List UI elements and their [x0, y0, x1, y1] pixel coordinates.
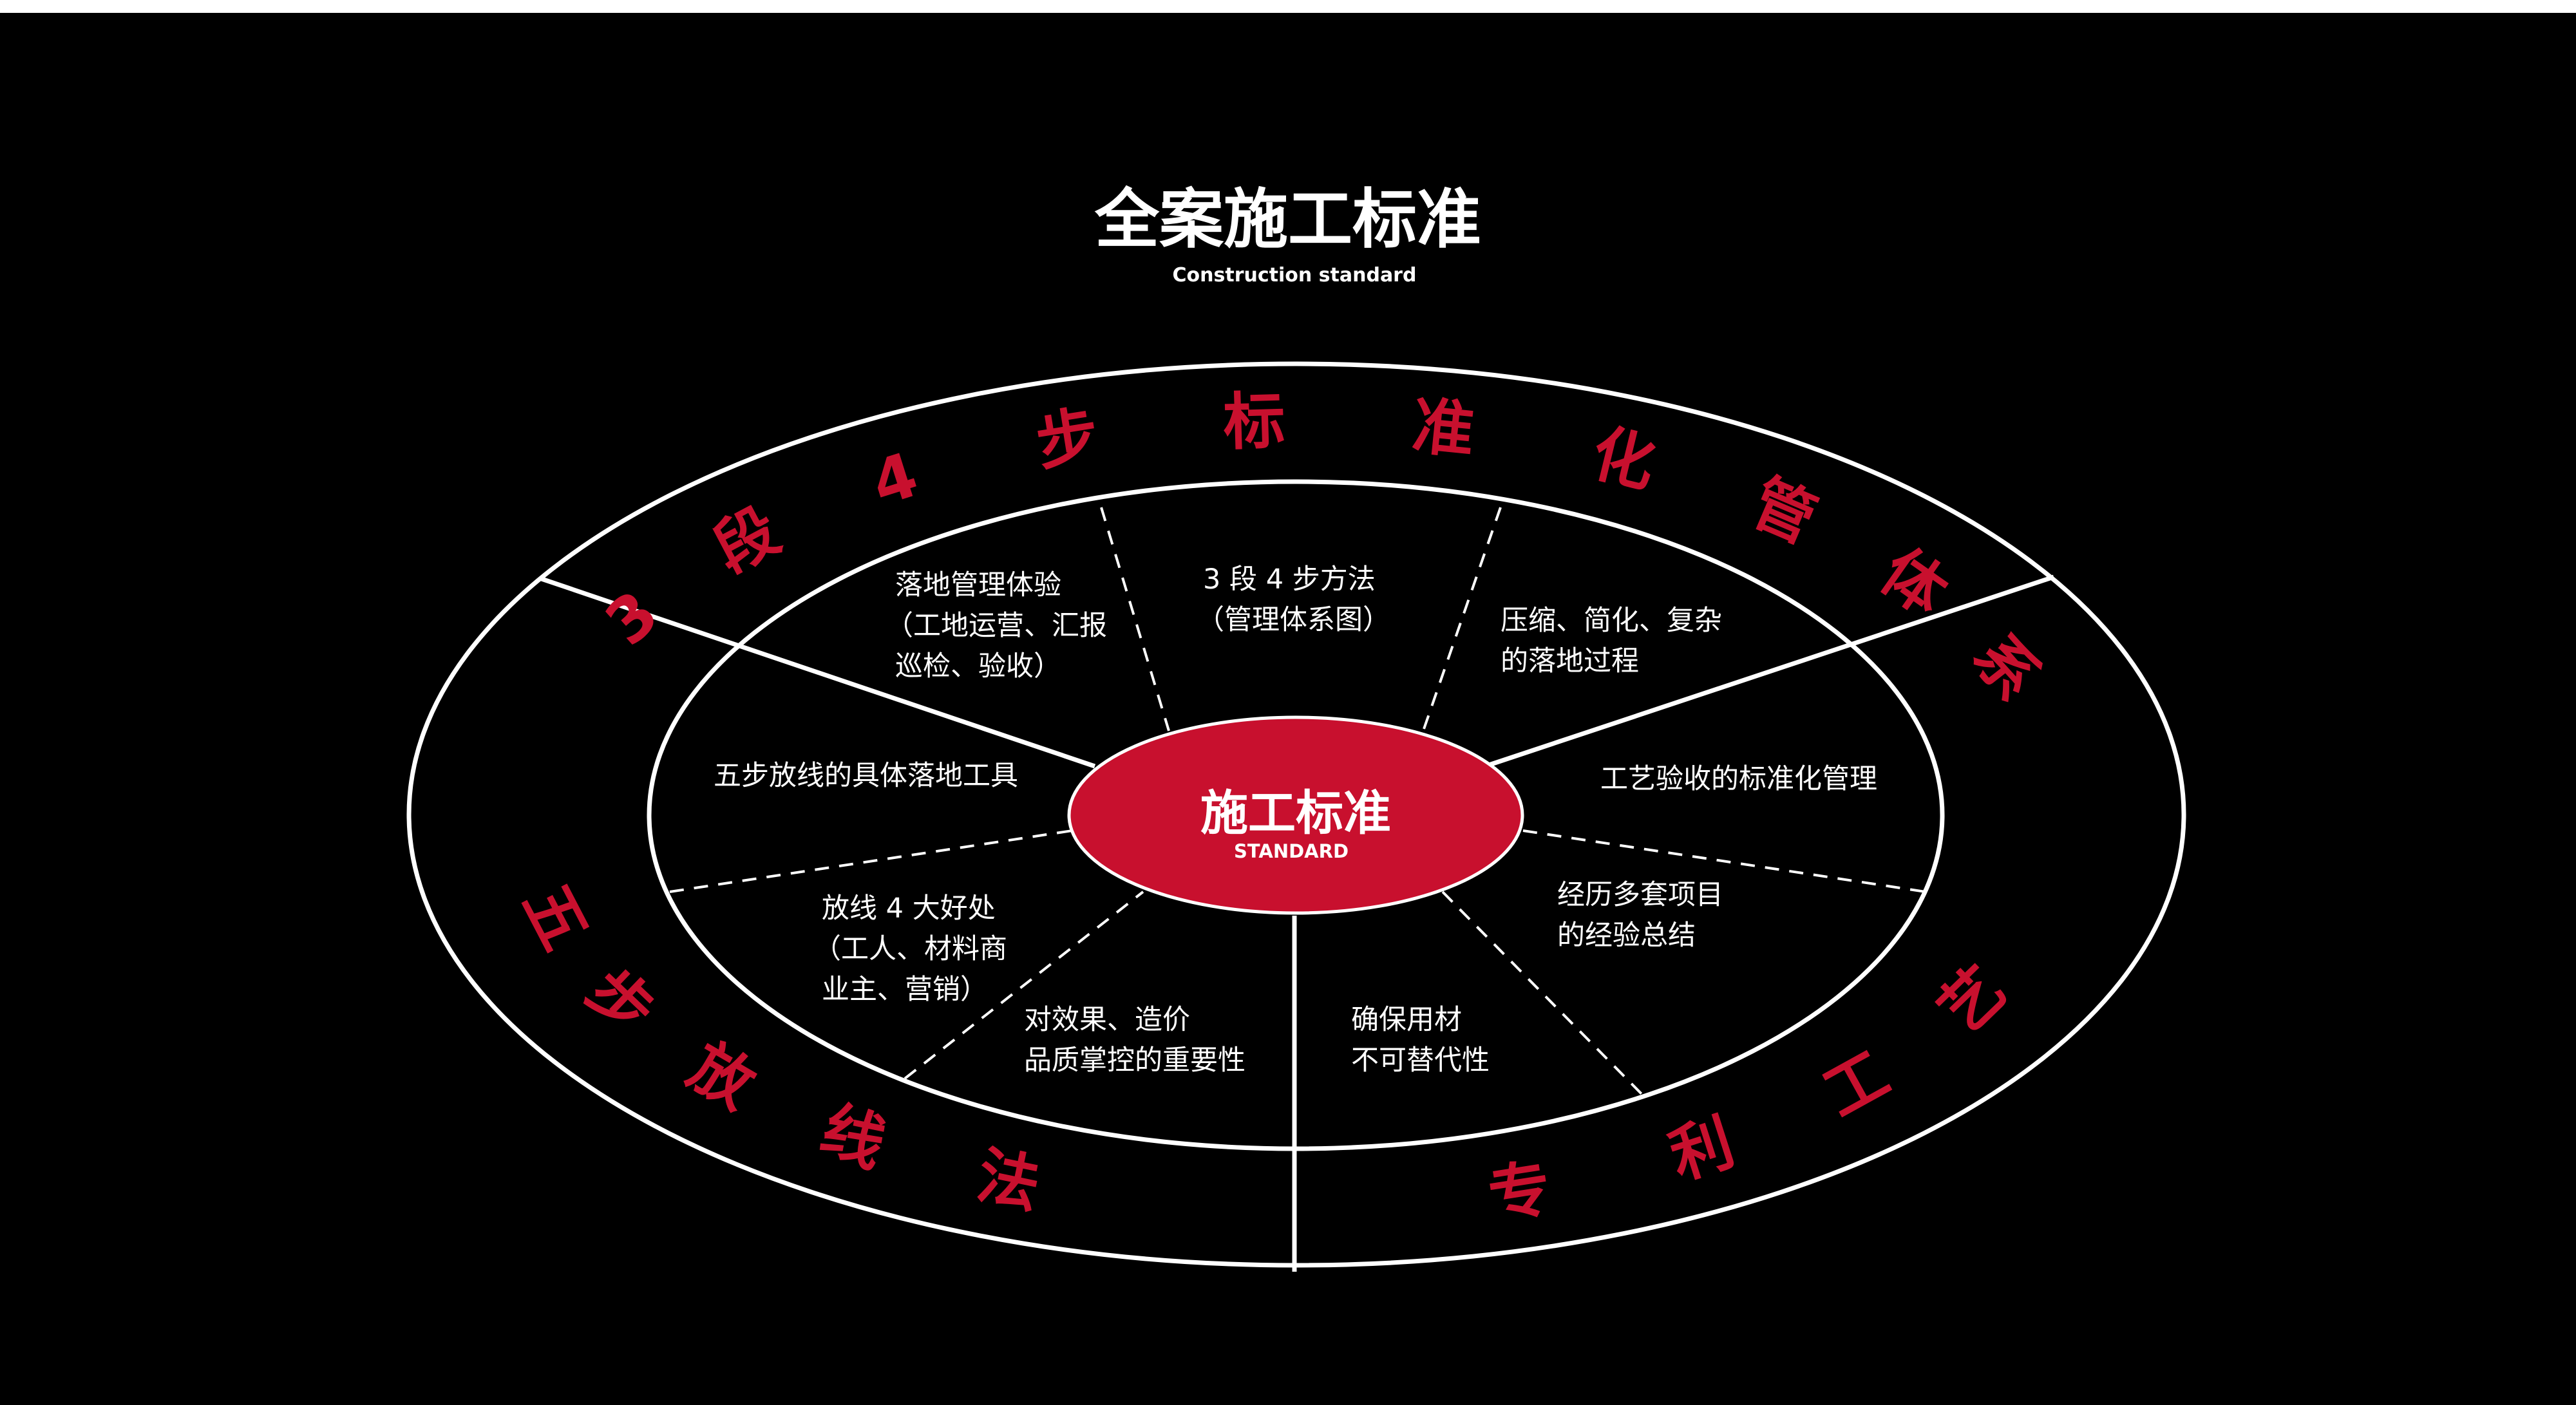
page-title: 全案施工标准: [1094, 182, 1481, 257]
segment-8-text: 确保用材 不可替代性: [1351, 1004, 1490, 1077]
segment-5-text: 工艺验收的标准化管理: [1600, 763, 1877, 795]
segment-6-text: 放线 4 大好处 （工人、材料商 业主、营销）: [813, 892, 1016, 1006]
center-title: 施工标准: [1200, 786, 1391, 841]
outer-label-top-char-7: 化: [1585, 417, 1662, 502]
segment-7-line-2: 品质掌控的重要性: [1024, 1044, 1245, 1077]
outer-label-left-char-5: 法: [971, 1139, 1046, 1222]
outer-label-top-char-6: 准: [1409, 390, 1478, 467]
outer-label-left-char-3: 放: [677, 1030, 766, 1123]
segment-6-line-1: 放线 4 大好处: [822, 892, 996, 925]
segment-4-text: 五步放线的具体落地工具: [714, 760, 1018, 792]
dashed-divider-4: [904, 891, 1144, 1080]
outer-label-left-char-1: 五: [509, 873, 602, 961]
dashed-divider-2: [1422, 507, 1502, 731]
outer-label-top-char-5: 标: [1222, 385, 1286, 459]
divider-right: [1488, 574, 2055, 768]
segment-9-text: 经历多套项目 的经验总结: [1557, 879, 1732, 952]
segment-1-line-1: 落地管理体验: [895, 569, 1061, 601]
outer-label-left-char-2: 步: [573, 954, 668, 1049]
segment-9-line-2: 的经验总结: [1557, 919, 1696, 952]
segment-4-line-1: 五步放线的具体落地工具: [714, 760, 1018, 792]
segment-7-text: 对效果、造价 品质掌控的重要性: [1024, 1004, 1245, 1077]
segment-3-line-1: 压缩、简化、复杂: [1501, 605, 1722, 637]
outer-label-left-char-4: 线: [812, 1093, 895, 1182]
center-subtitle: STANDARD: [1234, 840, 1349, 862]
segment-5-line-1: 工艺验收的标准化管理: [1600, 763, 1877, 795]
outer-label-top-char-1: 3: [592, 577, 672, 659]
outer-label-right-char-4: 艺: [1925, 953, 2020, 1048]
segment-8-line-1: 确保用材: [1351, 1004, 1462, 1036]
segment-2-line-2: （管理体系图）: [1197, 604, 1390, 636]
outer-label-top-char-9: 体: [1868, 535, 1960, 630]
outer-label-top-char-10: 系: [1959, 621, 2054, 714]
outer-label-right: 专 利工艺: [1484, 953, 2020, 1232]
segment-6-line-3: 业主、营销）: [822, 974, 988, 1006]
outer-label-top-char-3: 4: [864, 438, 926, 520]
outer-label-top-char-2: 段: [703, 494, 791, 587]
divider-left: [538, 576, 1096, 769]
outer-label-top-char-4: 步: [1031, 399, 1104, 480]
segment-7-line-1: 对效果、造价: [1024, 1004, 1190, 1036]
outer-label-right-char-2: 利: [1662, 1106, 1743, 1193]
construction-standard-diagram: 全案施工标准 Construction standard 施工标准 STANDA…: [406, 182, 2186, 1272]
outer-label-right-char-1: 专: [1484, 1152, 1556, 1233]
outer-label-left: 五步放线法: [509, 873, 1046, 1222]
segment-9-line-1: 经历多套项目: [1557, 879, 1723, 911]
dashed-divider-3: [669, 829, 1073, 893]
segment-3-text: 压缩、简化、复杂 的落地过程: [1501, 605, 1731, 677]
outer-label-top-char-8: 管: [1741, 466, 1826, 557]
segment-1-text: 落地管理体验 （工地运营、汇报 巡检、验收）: [886, 569, 1116, 683]
diagram-canvas: 全案施工标准 Construction standard 施工标准 STANDA…: [0, 13, 2576, 1405]
segment-6-line-2: （工人、材料商: [813, 933, 1007, 965]
segment-8-line-2: 不可替代性: [1351, 1044, 1490, 1077]
segment-3-line-2: 的落地过程: [1501, 645, 1639, 677]
page-subtitle: Construction standard: [1173, 264, 1417, 287]
outer-label-right-char-3: 工: [1812, 1037, 1900, 1130]
segment-2-text: 3 段 4 步方法 （管理体系图）: [1197, 563, 1390, 636]
segment-1-line-2: （工地运营、汇报: [886, 610, 1107, 642]
dashed-divider-5: [1522, 829, 1926, 893]
dashed-dividers: [669, 507, 1926, 1099]
center-hub: [1067, 715, 1524, 915]
segment-1-line-3: 巡检、验收）: [895, 650, 1061, 683]
segment-2-line-1: 3 段 4 步方法: [1203, 563, 1376, 596]
